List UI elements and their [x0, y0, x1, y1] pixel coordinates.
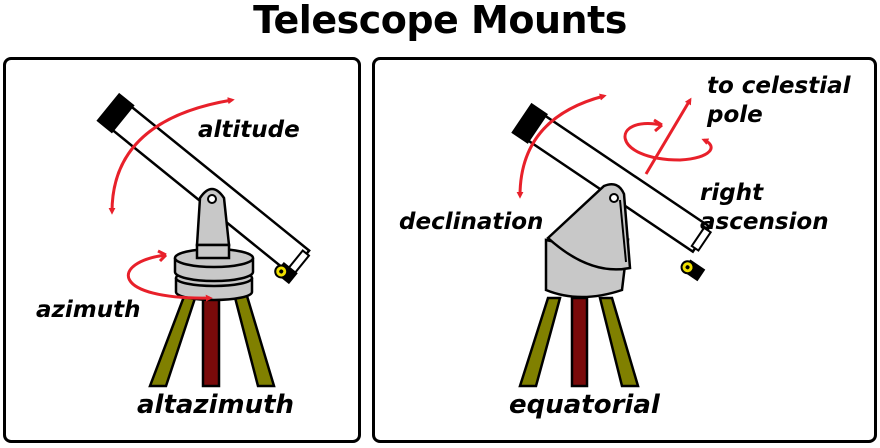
- equatorial-panel: [372, 57, 877, 443]
- right-ascension-label-line1: right: [700, 180, 764, 206]
- fork-pivot: [207, 194, 217, 204]
- altazimuth-mount: altitude azimuth altazimuth: [36, 92, 311, 420]
- altitude-arrow: [108, 97, 235, 215]
- tripod-center-post: [570, 296, 589, 388]
- tripod-leg-left: [518, 296, 562, 388]
- tripod-leg-right: [230, 284, 276, 388]
- diagram-title: Telescope Mounts: [253, 0, 627, 42]
- right-ascension-arrow: [623, 122, 713, 162]
- declination-housing: [546, 183, 632, 271]
- azimuth-arrow: [126, 253, 213, 302]
- right-ascension-label-line2: ascension: [700, 209, 829, 235]
- declination-pivot: [609, 193, 619, 203]
- declination-arrow: [516, 93, 607, 199]
- azimuth-base: [173, 243, 255, 302]
- eyepiece: [680, 259, 706, 282]
- tripod-leg-left: [148, 284, 201, 388]
- declination-label: declination: [399, 209, 543, 235]
- tripod-leg-right: [598, 296, 640, 388]
- azimuth-label: azimuth: [36, 297, 141, 323]
- equatorial-caption: equatorial: [509, 390, 661, 420]
- celestial-pole-axis: [644, 97, 692, 175]
- celestial-pole-label-line1: to celestial: [707, 73, 852, 99]
- altazimuth-panel: [3, 57, 361, 443]
- eyepiece: [274, 261, 298, 285]
- celestial-pole-label-line2: pole: [706, 102, 763, 128]
- equatorial-mount: declination to celestial pole right asce…: [399, 73, 852, 420]
- altitude-label: altitude: [198, 117, 300, 143]
- altazimuth-caption: altazimuth: [137, 390, 294, 420]
